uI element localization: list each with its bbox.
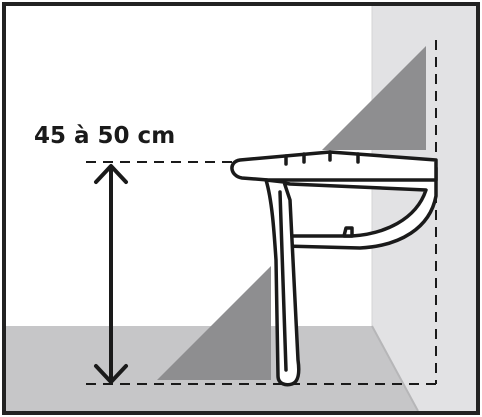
height-label: 45 à 50 cm xyxy=(34,123,175,149)
upper-shadow-triangle xyxy=(322,46,426,150)
lower-shadow-triangle xyxy=(157,266,271,380)
floor-wall-edge xyxy=(371,325,419,412)
riser-inner-line xyxy=(278,190,288,372)
bowl-notch xyxy=(342,226,354,238)
dashed-guides xyxy=(86,40,440,385)
toilet-seat xyxy=(230,150,438,182)
seat-detail xyxy=(284,150,360,166)
wall-mounted-toilet-icon xyxy=(230,150,438,387)
double-headed-arrow-icon xyxy=(94,164,128,384)
